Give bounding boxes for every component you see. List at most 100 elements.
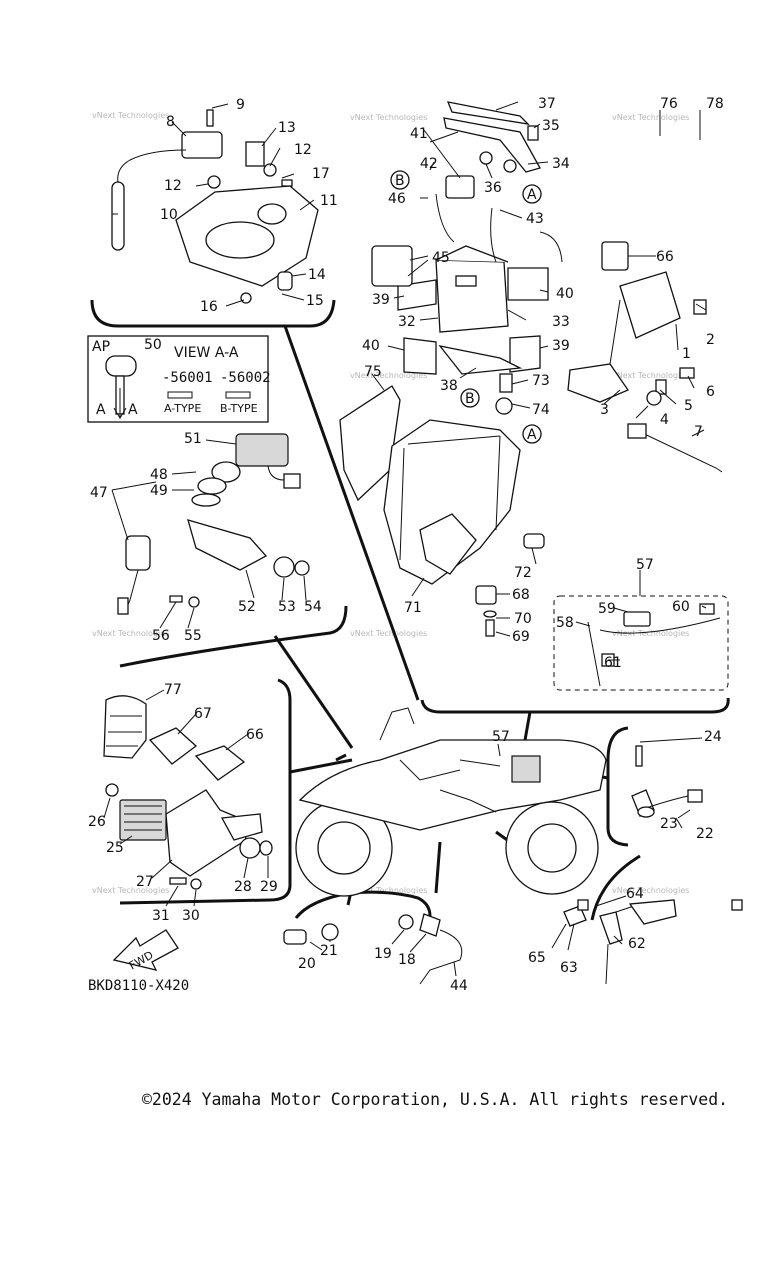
battery-panel-border [420, 697, 730, 714]
callout-12b: 12 [164, 178, 182, 194]
ref-b-1: B [395, 173, 405, 189]
callout-57b: 57 [492, 729, 510, 745]
callout-72: 72 [514, 565, 532, 581]
watermark-text: vNext Technologies [612, 371, 689, 380]
callout-42: 42 [420, 156, 438, 172]
callout-40b: 40 [362, 338, 380, 354]
callout-40a: 40 [556, 286, 574, 302]
callout-37: 37 [538, 96, 556, 112]
callout-78: 78 [706, 96, 724, 112]
watermark-text: vNext Technologies [92, 886, 169, 895]
arrow-icon [112, 929, 179, 971]
pad-39b [509, 335, 541, 373]
sensor-62 [599, 911, 623, 945]
callout-52: 52 [238, 599, 256, 615]
watermark-text: vNext Technologies [612, 629, 689, 638]
relay-66 [601, 241, 629, 271]
sensor-20 [283, 929, 307, 945]
watermark-text: vNext Technologies [612, 113, 689, 122]
callout-9: 9 [236, 97, 245, 113]
code-a: -56001 [162, 370, 213, 386]
switch-bottom-border [294, 890, 432, 919]
callout-53: 53 [278, 599, 296, 615]
pad-40 [507, 267, 549, 301]
callout-21: 21 [320, 943, 338, 959]
callout-1: 1 [682, 346, 691, 362]
callout-5: 5 [684, 398, 693, 414]
key-head [105, 355, 137, 377]
callout-30: 30 [182, 908, 200, 924]
watermark-text: vNext Technologies [350, 113, 427, 122]
watermark-text: vNext Technologies [612, 886, 689, 895]
callout-69: 69 [512, 629, 530, 645]
main-switch [125, 535, 151, 571]
ref-a-2: A [527, 427, 537, 443]
callout-75: 75 [364, 364, 382, 380]
callout-2: 2 [706, 332, 715, 348]
callout-4: 4 [660, 412, 669, 428]
switch-panel-border [119, 605, 348, 668]
relay-67 [148, 727, 198, 765]
callout-36: 36 [484, 180, 502, 196]
callout-63: 63 [560, 960, 578, 976]
callout-61: 61 [604, 655, 622, 671]
callout-39a: 39 [372, 292, 390, 308]
clip-13 [245, 141, 265, 167]
atv-overview [295, 707, 607, 897]
callout-35: 35 [542, 118, 560, 134]
callout-58: 58 [556, 615, 574, 631]
regulator-panel-border [119, 678, 292, 905]
callout-28: 28 [234, 879, 252, 895]
callout-27: 27 [136, 874, 154, 890]
callout-74: 74 [532, 402, 550, 418]
callout-68: 68 [512, 587, 530, 603]
battery [435, 259, 509, 333]
switch-51 [235, 433, 289, 467]
code-b: -56002 [220, 370, 271, 386]
ref-a-1: A [527, 187, 537, 203]
battery-holder-34 [443, 117, 541, 173]
callout-38: 38 [440, 378, 458, 394]
leader-lines [103, 101, 707, 977]
callout-76: 76 [660, 96, 678, 112]
ignition-panel-border [90, 299, 336, 328]
ref-b-2: B [465, 391, 475, 407]
callout-57a: 57 [636, 557, 654, 573]
callout-77: 77 [164, 682, 182, 698]
callout-10: 10 [160, 207, 178, 223]
ignition-coil-assembly [111, 109, 319, 304]
reference-markers: B A B A [390, 170, 542, 444]
watermark-text: vNext Technologies [92, 629, 169, 638]
switch-assembly [117, 433, 310, 615]
callout-64: 64 [626, 886, 644, 902]
callout-70: 70 [514, 611, 532, 627]
callout-31: 31 [152, 908, 170, 924]
battery-assembly [371, 101, 723, 473]
ignition-coil [181, 131, 223, 159]
callout-20: 20 [298, 956, 316, 972]
battery-box [339, 385, 545, 637]
callout-48: 48 [150, 467, 168, 483]
box-71 [383, 419, 521, 585]
callout-23: 23 [660, 816, 678, 832]
view-title: VIEW A-A [174, 345, 239, 361]
tray-38 [438, 345, 523, 375]
callout-66a: 66 [656, 249, 674, 265]
type-b: B-TYPE [220, 402, 258, 415]
callout-labels: 9 8 13 12 17 12 11 10 14 15 16 37 35 41 … [88, 96, 724, 994]
callout-14: 14 [308, 267, 326, 283]
callout-71: 71 [404, 600, 422, 616]
type-a: A-TYPE [164, 402, 201, 415]
regulator-assembly [103, 695, 273, 890]
callout-11: 11 [320, 193, 338, 209]
bracket-3 [567, 363, 629, 403]
sensors [283, 745, 743, 985]
callout-6: 6 [706, 384, 715, 400]
callout-34: 34 [552, 156, 570, 172]
callout-39b: 39 [552, 338, 570, 354]
watermark-text: vNext Technologies [92, 111, 169, 120]
callout-62: 62 [628, 936, 646, 952]
callout-26: 26 [88, 814, 106, 830]
sensor-panel-border [606, 726, 629, 847]
